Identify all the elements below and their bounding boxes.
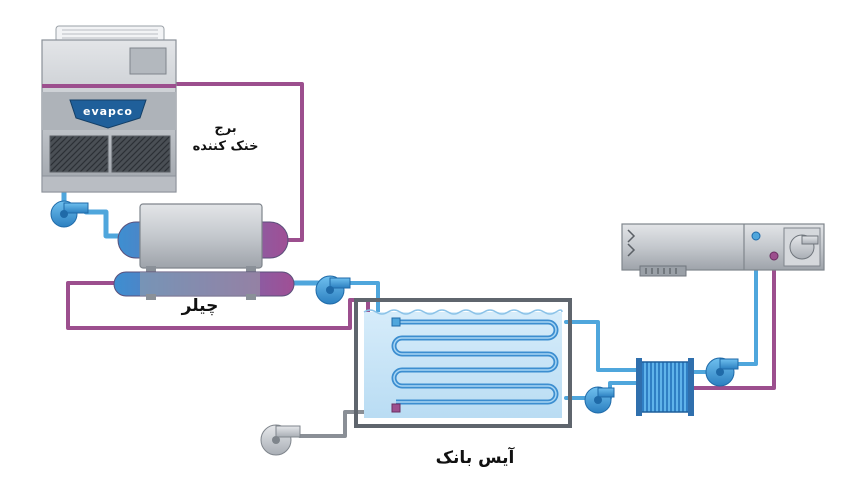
tower-brand-text: evapco [83, 105, 133, 118]
ahu-return-pipe [686, 254, 776, 390]
heat-exchanger-icon [636, 358, 694, 416]
tank-outlet-pipe [564, 320, 644, 372]
ahu-supply-riser [732, 234, 758, 366]
tank-pump-icon [584, 386, 615, 414]
chiller-label: چیلر [181, 296, 219, 316]
cooling-tower-label: برج خنک کننده [192, 121, 259, 154]
chiller-icon [113, 271, 295, 300]
air-blower-icon [260, 424, 301, 456]
ice-bank-tank-icon [354, 298, 572, 428]
ice-bank-label: آیس بانک [435, 448, 515, 468]
icebank-inlet-pipe [343, 281, 380, 320]
cooling-tower-icon: evapco [41, 25, 177, 193]
ahu-pump-icon [705, 357, 739, 387]
tower-pump-icon [50, 200, 89, 228]
condenser-icon [117, 203, 289, 274]
chiller-pump-icon [315, 275, 351, 305]
condenser-feed-pipe [83, 209, 125, 239]
ahu-fan-icon [783, 227, 821, 267]
air-handling-unit-icon [621, 223, 825, 277]
